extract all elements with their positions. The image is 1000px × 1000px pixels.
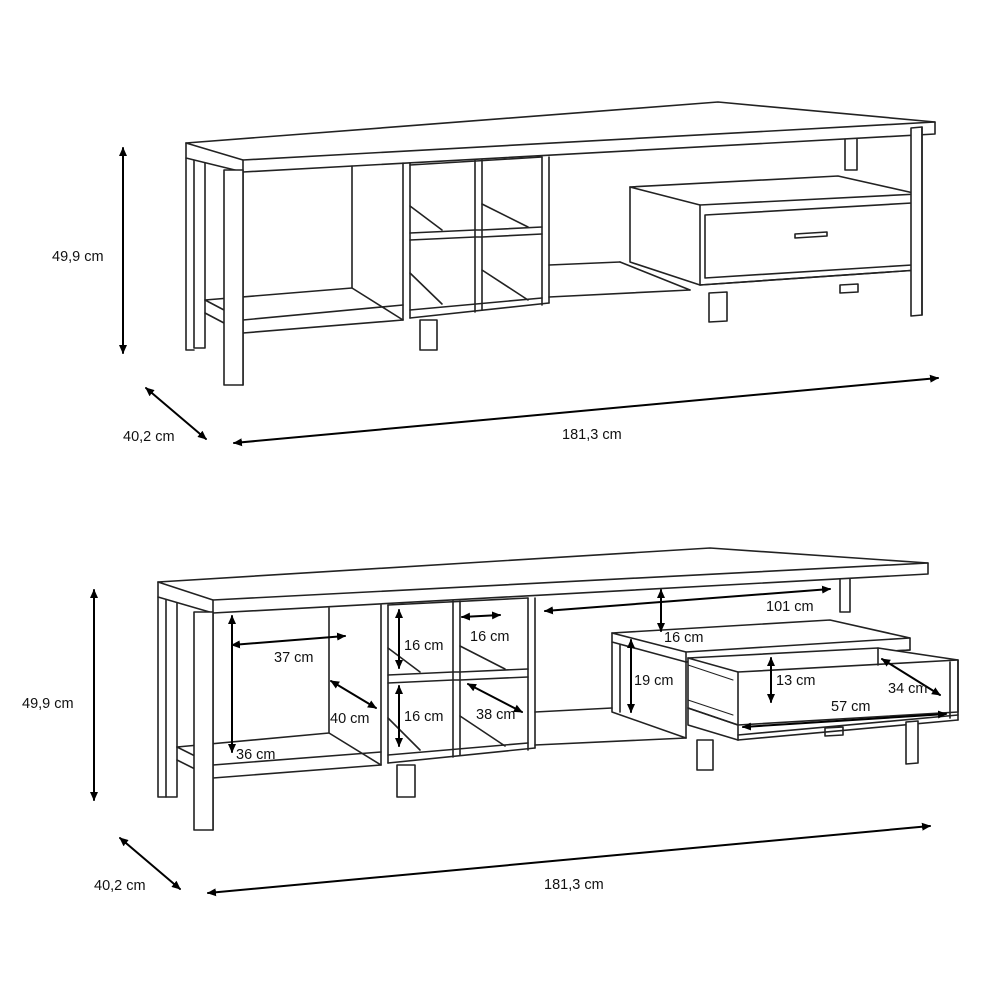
front-leg — [910, 126, 923, 317]
drawer-depth-label: 34 cm — [888, 681, 928, 697]
height-label: 49,9 cm — [52, 249, 104, 265]
drawer-unit — [629, 175, 919, 286]
drawer-depth-arrow — [881, 658, 941, 696]
cube-bottom-height-label: 16 cm — [404, 709, 444, 725]
open-width-arrow — [544, 585, 831, 615]
drawer-height-label: 13 cm — [776, 673, 816, 689]
top-view: 49,9 cm 40,2 cm 181,3 cm — [52, 101, 939, 447]
cube-top-width-arrow — [461, 611, 501, 621]
open-height-label: 16 cm — [664, 630, 704, 646]
cube-depth-arrow — [467, 683, 523, 713]
drawer-width-label: 57 cm — [831, 699, 871, 715]
cube-shelves — [402, 156, 550, 321]
cube-top-height-label: 16 cm — [404, 638, 444, 654]
right-compartment — [548, 261, 691, 298]
back-leg — [844, 135, 858, 171]
depth-arrow — [119, 837, 181, 890]
depth-arrow — [145, 387, 207, 440]
left-height-label: 36 cm — [236, 747, 276, 763]
drawer-width-arrow — [742, 710, 947, 731]
height-label: 49,9 cm — [22, 696, 74, 712]
width-label: 181,3 cm — [544, 877, 604, 893]
bottom-view: 49,9 cm 40,2 cm 181,3 cm 37 cm 40 cm 36 … — [22, 547, 959, 897]
width-arrow — [233, 374, 939, 447]
open-width-label: 101 cm — [766, 599, 814, 615]
back-leg — [193, 154, 206, 349]
left-width-label: 37 cm — [274, 650, 314, 666]
cabinet-top — [185, 101, 936, 173]
left-depth-label: 40 cm — [330, 711, 370, 727]
center-leg — [419, 319, 438, 351]
left-width-arrow — [231, 632, 346, 649]
cube-shelves — [380, 597, 536, 766]
left-depth-arrow — [330, 680, 377, 709]
depth-label: 40,2 cm — [123, 429, 175, 445]
box-height-label: 19 cm — [634, 673, 674, 689]
width-label: 181,3 cm — [562, 427, 622, 443]
front-leg — [708, 291, 728, 323]
cube-depth-label: 38 cm — [476, 707, 516, 723]
depth-label: 40,2 cm — [94, 878, 146, 894]
width-arrow — [207, 822, 931, 897]
cube-top-width-label: 16 cm — [470, 629, 510, 645]
